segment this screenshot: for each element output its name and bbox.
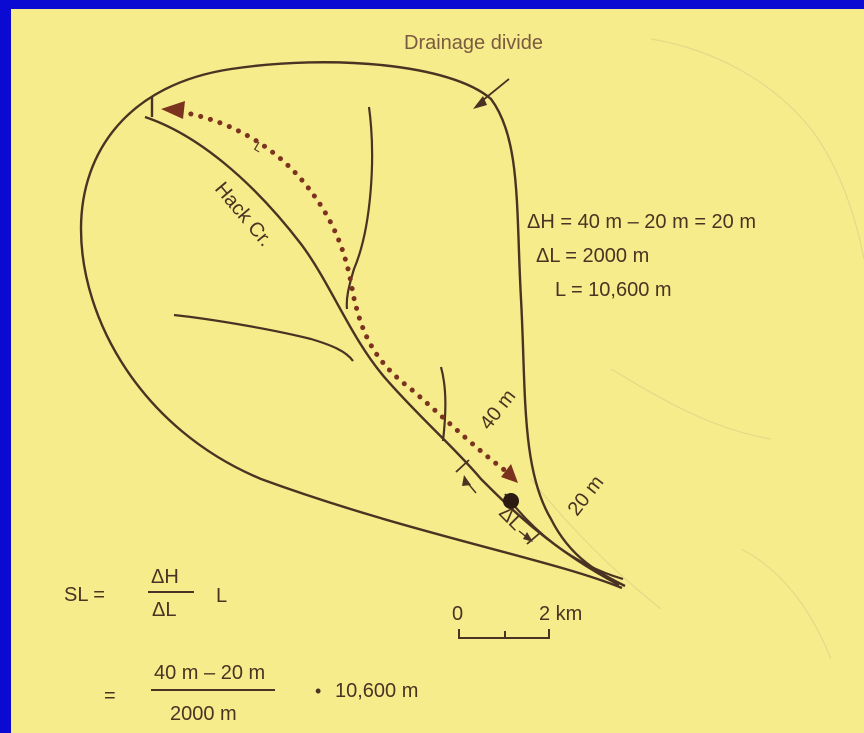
delta-l-arrowhead-upper (462, 475, 471, 486)
contour-20m-label: 20 m (564, 471, 609, 520)
delta-h-value: ΔH = 40 m – 20 m = 20 m (527, 211, 756, 233)
paper-figure: Drainage divide Hack Cr. L 40 m 20 m ΔL … (11, 9, 864, 733)
stream-name-label: Hack Cr. (210, 178, 276, 251)
l-path-arrow-outlet (501, 464, 518, 483)
l-path-dotted (178, 109, 514, 478)
drainage-basin-diagram: Drainage divide Hack Cr. L 40 m 20 m ΔL … (64, 32, 864, 725)
formula-value-2: 10,600 m (335, 680, 418, 702)
formula-numerator-2: 40 m – 20 m (154, 662, 265, 684)
background-texture (530, 38, 864, 660)
l-path-arrow-head (161, 101, 185, 119)
tributary-east (439, 366, 447, 442)
formula-dot: • (315, 681, 321, 701)
tributary-west (173, 313, 354, 362)
tributary-north (345, 106, 374, 310)
delta-l-label: ΔL (494, 502, 527, 535)
drainage-divide-label: Drainage divide (404, 32, 543, 54)
formula-denominator-2: 2000 m (170, 703, 237, 725)
delta-l-tick-bottom (526, 531, 542, 545)
scale-bar-end-label: 2 km (539, 603, 582, 625)
contour-40m-label: 40 m (476, 385, 521, 434)
formula-numerator: ΔH (151, 566, 179, 588)
formula-lhs: SL = (64, 584, 105, 606)
delta-l-value: ΔL = 2000 m (536, 245, 649, 267)
formula-equals-2: = (104, 685, 116, 707)
formula-multiplier: L (216, 585, 227, 607)
measurement-point (503, 493, 519, 509)
l-value: L = 10,600 m (555, 279, 672, 301)
scale-bar (458, 629, 550, 639)
drainage-divide-outline (79, 61, 626, 590)
formula-denominator: ΔL (152, 599, 176, 621)
hack-creek-stream (144, 115, 620, 587)
scale-bar-start-label: 0 (452, 603, 463, 625)
delta-l-tick-top (455, 459, 470, 473)
delta-l-arrowhead-lower (523, 532, 533, 542)
divide-pointer-head (473, 96, 487, 109)
